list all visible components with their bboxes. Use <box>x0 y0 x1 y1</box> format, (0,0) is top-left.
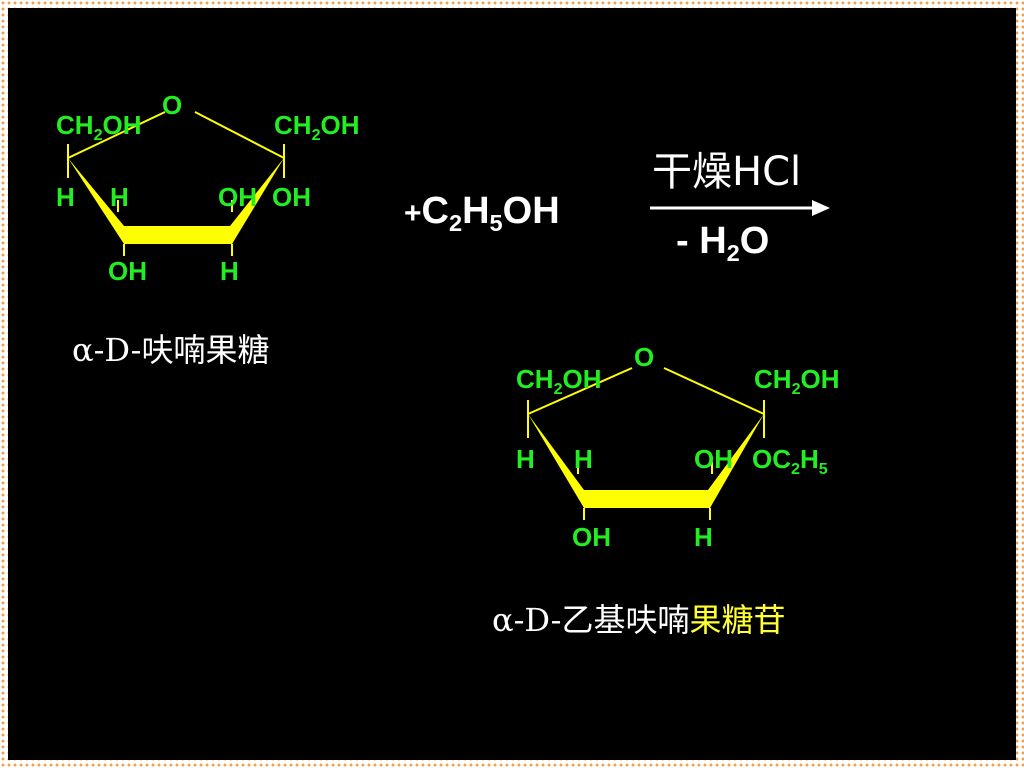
reactant-c2-ch2oh: CH2OH <box>56 110 142 144</box>
reactant-name: α-D-呋喃果糖 <box>72 331 270 369</box>
product-ring <box>527 367 765 520</box>
slide-panel <box>8 8 1016 760</box>
reactant-c5-ch2oh: CH2OH <box>274 110 360 144</box>
reactant-bottom-h: H <box>220 256 239 286</box>
reactant-oh-right-outer: OH <box>272 182 311 212</box>
reactant-ring-right-bond <box>194 111 285 159</box>
product-name-prefix: α-D-乙基呋喃 <box>492 601 690 639</box>
product-name: α-D-乙基呋喃果糖苷 <box>492 604 786 636</box>
product-ring-left-bond <box>527 367 633 415</box>
product-ring-right-bond <box>663 367 765 415</box>
reactant-h-left-inner: H <box>110 182 129 212</box>
reaction-arrow <box>650 200 830 216</box>
product-bottom-h: H <box>694 522 713 552</box>
product-oc2h5-group: OC2H5 <box>752 444 828 478</box>
reactant-ring-left-bond <box>67 111 166 159</box>
condition-dry-hcl: 干燥HCl <box>652 149 802 195</box>
product-ring-oxygen: O <box>634 342 655 372</box>
product-c5-ch2oh: CH2OH <box>754 364 840 398</box>
ethanol-reagent: +C2H5OH <box>404 190 560 237</box>
product-h-left-outer: H <box>516 444 535 474</box>
reactant-ring <box>67 111 285 256</box>
reactant-bottom-oh: OH <box>108 256 147 286</box>
reactant-oh-right-inner: OH <box>218 182 257 212</box>
product-c2-ch2oh: CH2OH <box>516 364 602 398</box>
product-bottom-oh: OH <box>572 522 611 552</box>
reactant-h-left-outer: H <box>56 182 75 212</box>
reactant-ring-front-edge <box>68 158 284 244</box>
product-h-left-inner: H <box>574 444 593 474</box>
reactant-ring-oxygen: O <box>162 90 183 120</box>
product-oh-right-inner: OH <box>694 444 733 474</box>
product-name-highlight: 果糖苷 <box>689 601 786 639</box>
condition-minus-water: - H2O <box>676 220 770 267</box>
